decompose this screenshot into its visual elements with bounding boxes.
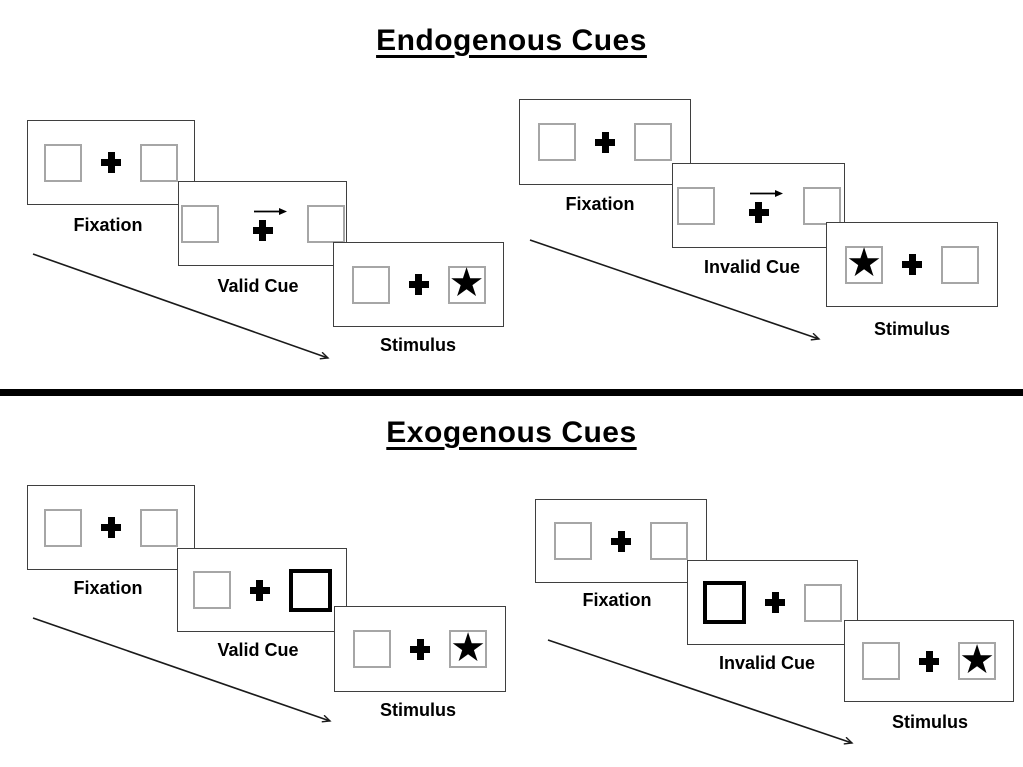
step-label: Stimulus bbox=[379, 700, 457, 720]
right-box bbox=[802, 186, 841, 225]
step-label: Fixation bbox=[73, 215, 143, 235]
left-box bbox=[351, 265, 390, 304]
fixation-card bbox=[519, 99, 691, 185]
plus-icon bbox=[902, 254, 922, 275]
left-box bbox=[538, 123, 576, 161]
cue-card bbox=[672, 163, 845, 248]
star-icon: ★ bbox=[448, 261, 485, 305]
step-label: Invalid Cue bbox=[718, 653, 816, 673]
left-box bbox=[44, 508, 82, 547]
timeline-arrow-exogenous-valid bbox=[32, 617, 330, 721]
central-cue bbox=[238, 206, 288, 241]
left-box-bold-cue bbox=[703, 581, 746, 624]
fixation-card bbox=[27, 485, 195, 570]
right-box bbox=[306, 204, 345, 243]
star-icon: ★ bbox=[846, 241, 882, 285]
plus-icon bbox=[101, 517, 121, 538]
star-icon: ★ bbox=[450, 625, 486, 670]
stimulus-card: ★ bbox=[333, 242, 504, 327]
plus-icon bbox=[408, 274, 429, 295]
step-label: Stimulus bbox=[379, 335, 457, 355]
right-box bbox=[941, 245, 979, 284]
plus-icon bbox=[748, 202, 769, 223]
right-box bbox=[804, 583, 842, 622]
right-box bbox=[140, 143, 178, 182]
plus-icon bbox=[611, 530, 631, 552]
star-icon: ★ bbox=[959, 637, 995, 682]
left-box bbox=[353, 630, 391, 668]
right-arrow-icon bbox=[253, 208, 287, 215]
left-box bbox=[192, 571, 231, 609]
cue-card bbox=[177, 548, 347, 632]
right-box bbox=[634, 123, 672, 161]
plus-icon bbox=[595, 131, 615, 153]
left-box bbox=[554, 522, 592, 560]
step-label: Fixation bbox=[73, 578, 143, 598]
step-label: Fixation bbox=[565, 194, 635, 214]
fixation-card bbox=[535, 499, 707, 583]
exogenous-title: Exogenous Cues bbox=[386, 416, 637, 449]
step-label: Stimulus bbox=[891, 712, 969, 732]
step-label: Fixation bbox=[582, 590, 652, 610]
plus-icon bbox=[252, 220, 273, 241]
right-box: ★ bbox=[447, 261, 486, 305]
section-divider bbox=[0, 389, 1023, 396]
cue-card bbox=[178, 181, 347, 266]
right-box bbox=[650, 522, 688, 560]
left-box bbox=[44, 143, 82, 182]
right-box-bold-cue bbox=[288, 568, 332, 612]
stimulus-card: ★ bbox=[844, 620, 1014, 702]
right-box: ★ bbox=[958, 637, 996, 682]
central-cue bbox=[734, 188, 784, 223]
plus-icon bbox=[249, 579, 270, 601]
left-box bbox=[676, 186, 715, 225]
timeline-arrow-endogenous-valid bbox=[32, 253, 328, 358]
step-label: Invalid Cue bbox=[703, 257, 801, 277]
timeline-arrow-endogenous-invalid bbox=[529, 239, 819, 339]
right-box bbox=[140, 508, 178, 547]
plus-icon bbox=[765, 592, 785, 613]
right-arrow-icon bbox=[749, 190, 783, 197]
left-box bbox=[862, 642, 900, 680]
step-label: Valid Cue bbox=[217, 640, 299, 660]
endogenous-title: Endogenous Cues bbox=[376, 24, 647, 57]
plus-icon bbox=[101, 152, 121, 173]
plus-icon bbox=[410, 638, 430, 660]
left-box bbox=[180, 204, 219, 243]
right-box: ★ bbox=[449, 625, 487, 670]
stimulus-card: ★ bbox=[334, 606, 506, 692]
step-label: Stimulus bbox=[873, 319, 951, 339]
fixation-card bbox=[27, 120, 195, 205]
stimulus-card: ★ bbox=[826, 222, 998, 307]
plus-icon bbox=[919, 650, 939, 672]
left-box: ★ bbox=[845, 241, 883, 285]
step-label: Valid Cue bbox=[217, 276, 299, 296]
cue-card bbox=[687, 560, 858, 645]
